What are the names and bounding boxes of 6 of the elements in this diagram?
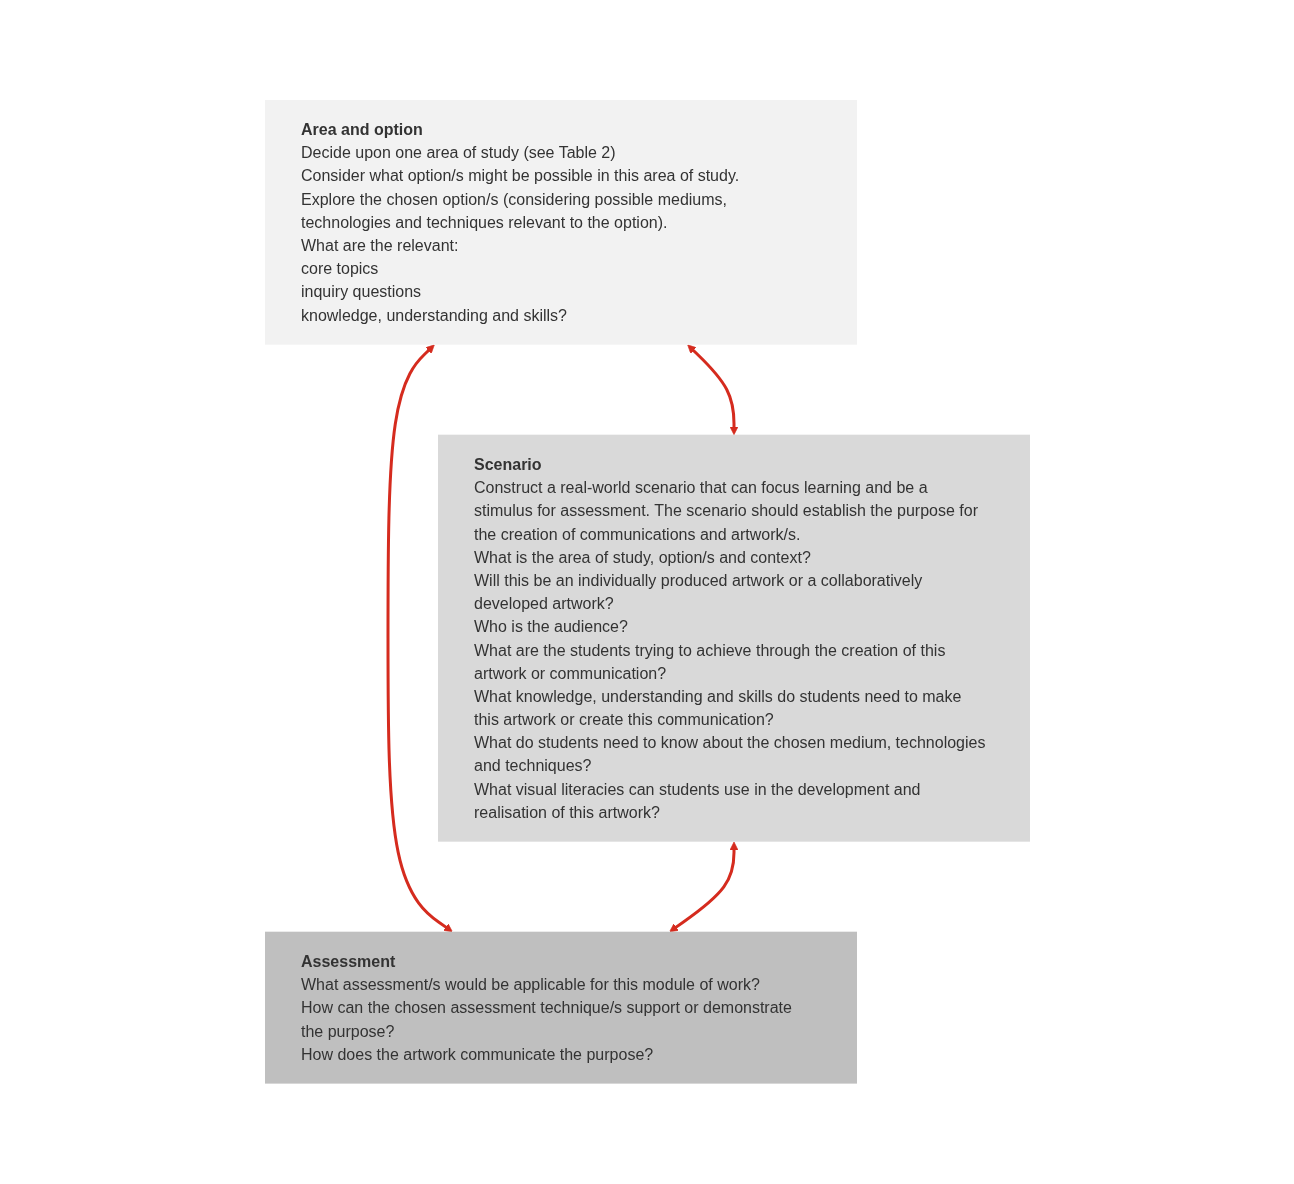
arrow xyxy=(668,841,738,933)
arrow xyxy=(386,344,453,933)
arrow xyxy=(686,344,738,436)
node-box: Scenario Construct a real-world scenario that can focus learning and be a stimulus for assessment. The scenario should establish the purpose for the creation of communications and artwork/s. What is the area of study, option/s and context? Will this be an individually produced artwork or a collaboratively developed artwork? Who is the audience? What are the students trying to achieve through the creation of this artwork or communication? What knowledge, understanding and skills do students need to make this artwork or create this communication? What do students need to know about the chosen medium, technologies and techniques? What visual literacies can students use in the development and realisation of this artwork? xyxy=(437,434,1030,842)
node-box: Area and option Decide upon one area of study (see Table 2) Consider what option/s might be possible in this area of study. Explore the chosen option/s (considering possible mediums, technologies and techniques relevant to the option). What are the relevant: core topics inquiry questions knowledge, understanding and skills? xyxy=(264,100,857,345)
node-box: Assessment What assessment/s would be applicable for this module of work? How can the chosen assessment technique/s support or demonstrate the purpose? How does the artwork communicate the purpose? xyxy=(264,931,857,1084)
